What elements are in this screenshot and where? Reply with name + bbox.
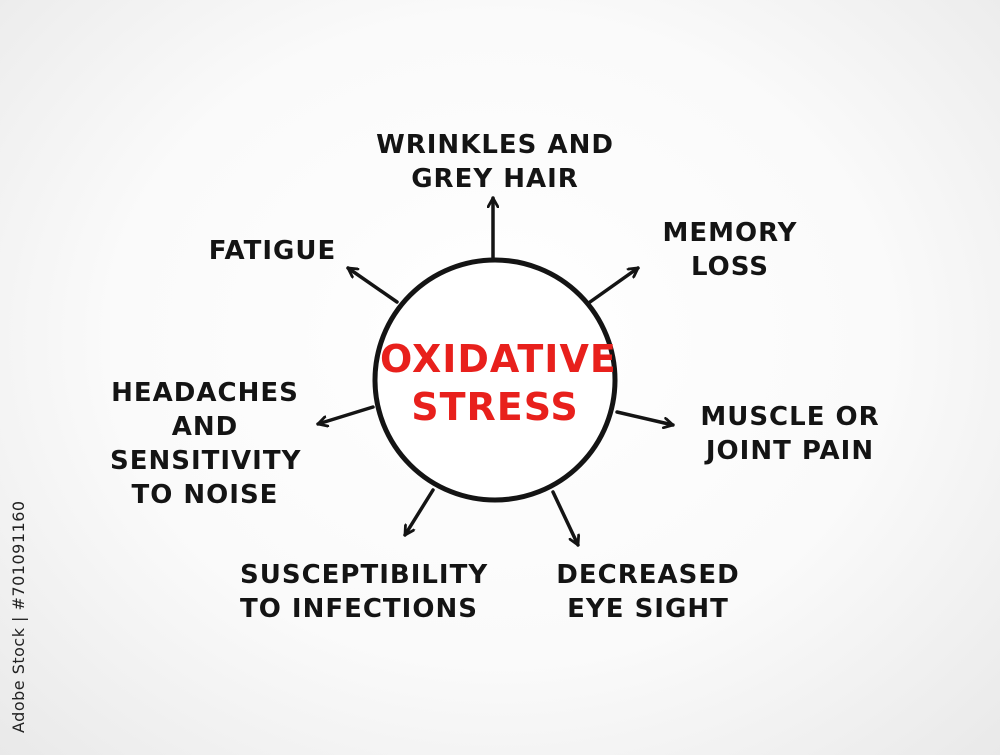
arrow-to-muscle bbox=[615, 410, 675, 425]
node-decreased-eye-sight: DECREASED EYE SIGHT bbox=[556, 560, 740, 624]
node-muscle-or-joint-pain: MUSCLE OR JOINT PAIN bbox=[700, 402, 880, 466]
arrow-to-infections bbox=[403, 488, 435, 537]
node-wrinkles-and-grey-hair: WRINKLES AND GREY HAIR bbox=[376, 130, 614, 194]
arrow-to-eyesight bbox=[551, 490, 578, 547]
stock-watermark-id: Adobe Stock | #701091160 bbox=[9, 500, 28, 733]
node-fatigue: FATIGUE bbox=[208, 236, 337, 266]
arrow-to-memory bbox=[588, 266, 640, 304]
center-topic-oxidative-stress: OXIDATIVE STRESS bbox=[380, 337, 617, 429]
node-memory-loss: MEMORY LOSS bbox=[662, 218, 798, 282]
arrow-to-fatigue bbox=[346, 266, 399, 304]
center-circle bbox=[372, 257, 618, 503]
arrow-to-headaches bbox=[316, 405, 375, 424]
node-susceptibility-to-infections: SUSCEPTIBILITY TO INFECTIONS bbox=[240, 560, 489, 624]
node-headaches-and-sensitivity-to-noise: HEADACHES AND SENSITIVITY TO NOISE bbox=[110, 378, 302, 510]
